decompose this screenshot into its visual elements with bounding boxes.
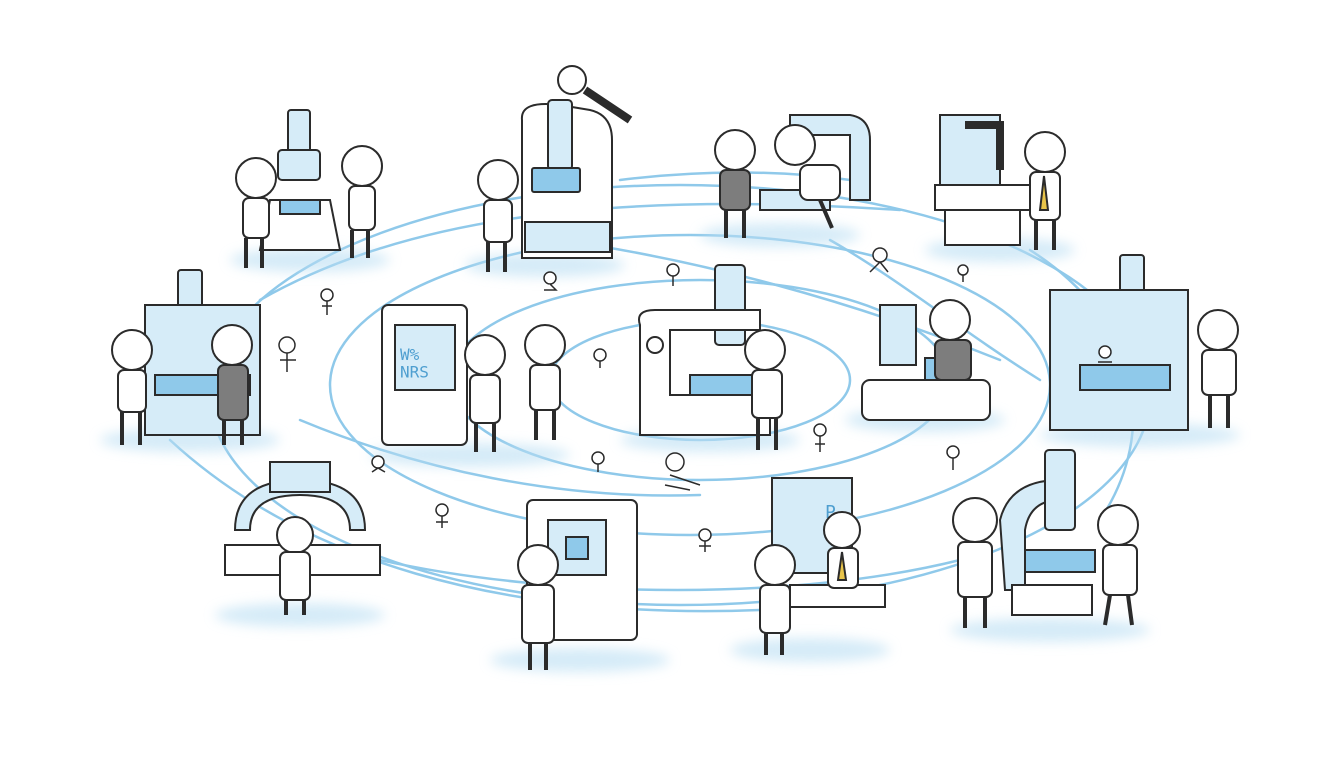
machine-column	[879, 304, 917, 366]
machine-arch	[233, 478, 367, 531]
station-monitor-cabinet: W%NRS	[381, 304, 566, 452]
small-figure	[813, 423, 827, 452]
microscope-body	[638, 309, 771, 436]
machine-table	[279, 199, 321, 215]
panel-chip	[565, 536, 589, 560]
small-figure	[869, 247, 889, 273]
worker-floating	[557, 65, 633, 124]
machine-base	[524, 221, 611, 253]
worker-tie	[1024, 131, 1066, 250]
microscope-column	[714, 264, 746, 346]
station-press-frame	[111, 269, 261, 445]
machine-frame	[1049, 289, 1189, 431]
small-figure	[1098, 345, 1112, 363]
station-cabinet-microscope	[477, 65, 633, 272]
station-large-press-frame	[1049, 254, 1239, 431]
connection-arc	[168, 438, 762, 613]
microscope-stage	[689, 374, 761, 396]
microscope-knob	[646, 336, 664, 354]
robot-arm	[965, 121, 1004, 170]
station-circuit-panel	[517, 499, 638, 670]
connection-arc	[298, 418, 702, 497]
worker-suit	[714, 129, 756, 238]
small-figure	[591, 451, 605, 472]
machine-frame	[789, 114, 871, 201]
machine-column	[547, 99, 573, 171]
small-figure	[543, 271, 558, 291]
worker	[744, 329, 786, 450]
small-figure	[320, 288, 334, 315]
panel-label: P	[825, 502, 836, 523]
worker	[517, 544, 559, 670]
connection-arc	[378, 558, 962, 592]
worker	[1097, 504, 1139, 626]
worker-suit	[929, 299, 972, 381]
worker	[276, 516, 314, 615]
small-figure	[278, 336, 296, 372]
station-robot-arm-bench	[934, 114, 1066, 250]
worker	[952, 497, 998, 628]
station-arch-frame	[714, 114, 871, 238]
small-figure	[698, 528, 712, 552]
worker-suit	[211, 324, 253, 445]
small-figure	[371, 455, 386, 473]
worker	[464, 334, 506, 452]
worker	[235, 157, 277, 268]
microscope-stage	[1024, 549, 1096, 573]
microscope-column	[1044, 449, 1076, 531]
worker	[754, 544, 796, 655]
station-arch-press	[224, 461, 381, 615]
station-central-microscope	[638, 264, 786, 450]
machine-base	[1011, 584, 1093, 616]
small-figure	[435, 503, 449, 528]
floor-shadows	[100, 223, 1240, 672]
small-figure	[593, 348, 607, 368]
worker-tie	[524, 324, 566, 440]
machine-table	[1079, 364, 1171, 391]
machine-cabinet	[944, 209, 1021, 246]
machine-head	[269, 461, 331, 493]
machine-bench	[934, 184, 1031, 211]
station-c-arm-microscope	[952, 449, 1139, 628]
connection-arc	[828, 238, 1042, 382]
station-press-column	[235, 109, 383, 268]
small-figure	[664, 452, 701, 491]
machine-screen	[531, 167, 581, 193]
worker	[341, 145, 383, 258]
worker	[111, 329, 153, 445]
machine-bench	[861, 379, 991, 421]
small-figure	[957, 264, 969, 282]
station-laptop-bench	[861, 299, 991, 421]
machine-head	[277, 149, 321, 181]
station-display-desk: P	[754, 477, 886, 655]
small-figures	[278, 247, 1112, 552]
worker	[774, 124, 841, 229]
worker-tie	[823, 511, 861, 589]
monitor-label: W%NRS	[400, 345, 429, 382]
small-figure	[946, 445, 960, 470]
worker	[477, 159, 519, 272]
machine-screen	[394, 324, 456, 391]
worker-suit	[1197, 309, 1239, 428]
small-figure	[666, 263, 680, 286]
